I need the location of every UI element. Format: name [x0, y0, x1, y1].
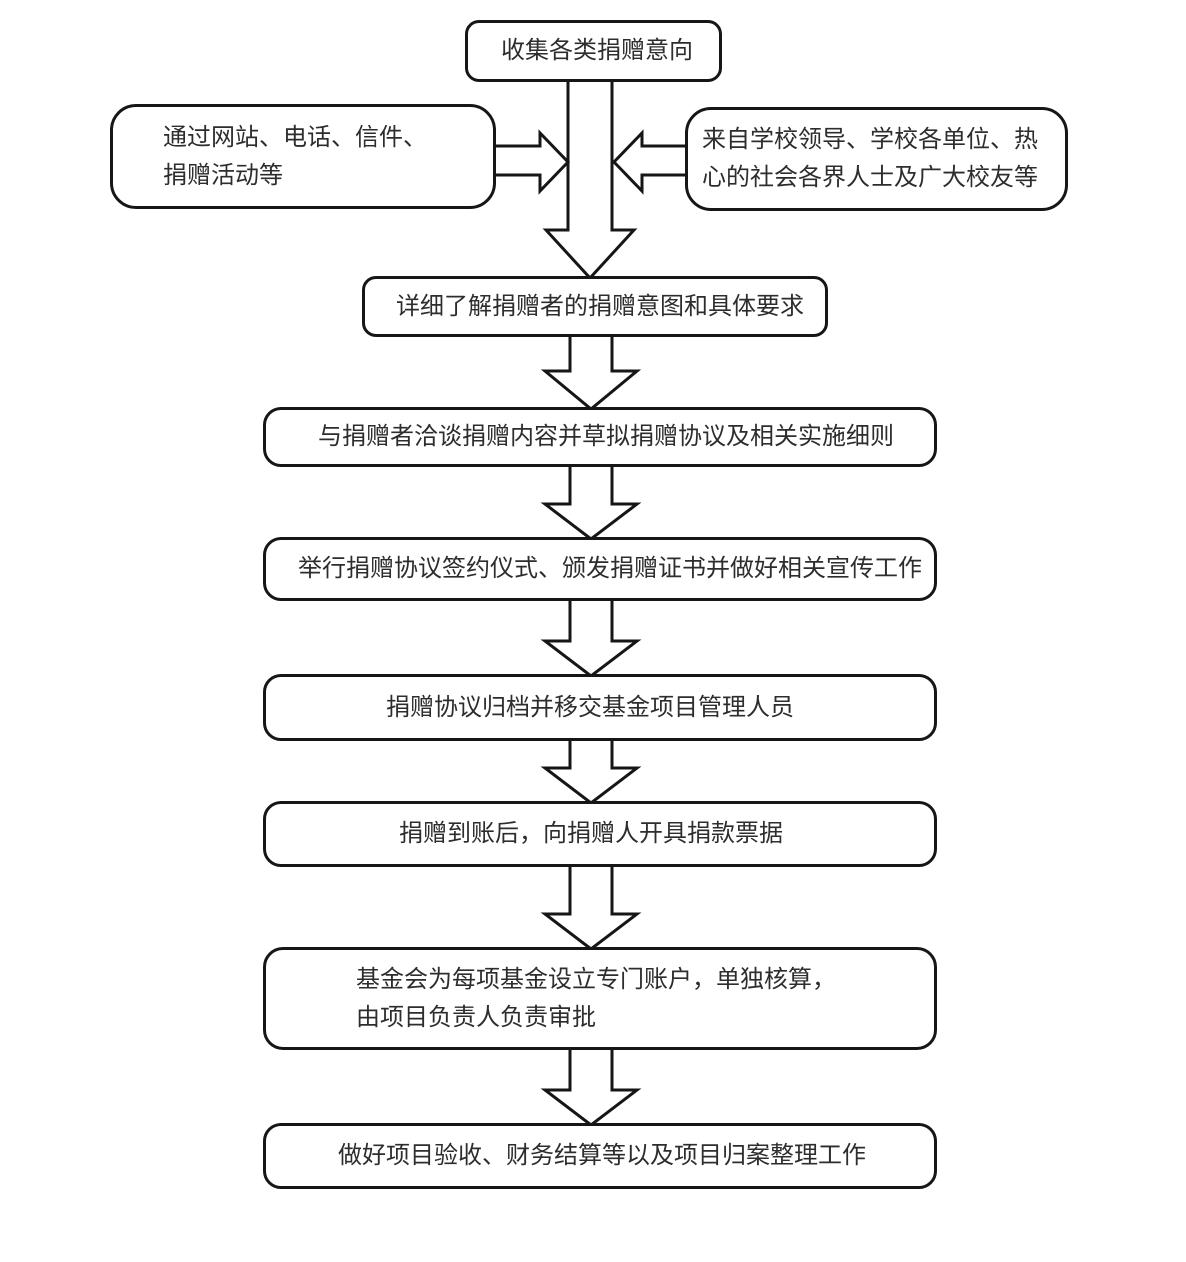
node-account-line2: 由项目负责人负责审批 — [356, 1003, 596, 1031]
arrow-down-5-icon — [540, 862, 642, 951]
arrow-down-3-icon — [540, 597, 642, 678]
node-ceremony-label: 举行捐赠协议签约仪式、颁发捐赠证书并做好相关宣传工作 — [298, 555, 922, 582]
node-ceremony: 举行捐赠协议签约仪式、颁发捐赠证书并做好相关宣传工作 — [263, 537, 937, 601]
node-sources-line1: 来自学校领导、学校各单位、热 — [702, 126, 1038, 153]
arrow-down-6-icon — [540, 1046, 642, 1127]
node-understand: 详细了解捐赠者的捐赠意图和具体要求 — [362, 276, 828, 337]
node-closeout: 做好项目验收、财务结算等以及项目归案整理工作 — [263, 1123, 937, 1189]
arrow-sources-left-icon — [611, 129, 689, 195]
node-receipt-label: 捐赠到账后，向捐赠人开具捐款票据 — [399, 820, 783, 847]
arrow-down-2-icon — [540, 462, 642, 541]
node-channels: 通过网站、电话、信件、 捐赠活动等 — [110, 104, 496, 209]
node-channels-line2: 捐赠活动等 — [163, 161, 283, 189]
node-archive-label: 捐赠协议归档并移交基金项目管理人员 — [386, 693, 794, 721]
node-account: 基金会为每项基金设立专门账户，单独核算， 由项目负责人负责审批 — [263, 947, 937, 1050]
node-account-line1: 基金会为每项基金设立专门账户，单独核算， — [356, 965, 836, 993]
node-channels-line1: 通过网站、电话、信件、 — [163, 123, 427, 151]
node-collect-label: 收集各类捐赠意向 — [501, 37, 693, 64]
node-negotiate-label: 与捐赠者洽谈捐赠内容并草拟捐赠协议及相关实施细则 — [318, 423, 894, 450]
arrow-channels-right-icon — [492, 129, 571, 195]
node-collect: 收集各类捐赠意向 — [465, 20, 722, 82]
node-receipt: 捐赠到账后，向捐赠人开具捐款票据 — [263, 801, 937, 867]
node-sources-line2: 心的社会各界人士及广大校友等 — [702, 164, 1038, 191]
node-archive: 捐赠协议归档并移交基金项目管理人员 — [263, 674, 937, 741]
arrow-main-down-icon — [542, 78, 638, 281]
node-negotiate: 与捐赠者洽谈捐赠内容并草拟捐赠协议及相关实施细则 — [263, 407, 937, 467]
node-sources: 来自学校领导、学校各单位、热 心的社会各界人士及广大校友等 — [685, 107, 1068, 211]
arrow-down-4-icon — [540, 737, 642, 805]
node-understand-label: 详细了解捐赠者的捐赠意图和具体要求 — [396, 292, 804, 320]
arrow-down-1-icon — [540, 332, 642, 411]
node-closeout-label: 做好项目验收、财务结算等以及项目归案整理工作 — [338, 1142, 866, 1169]
